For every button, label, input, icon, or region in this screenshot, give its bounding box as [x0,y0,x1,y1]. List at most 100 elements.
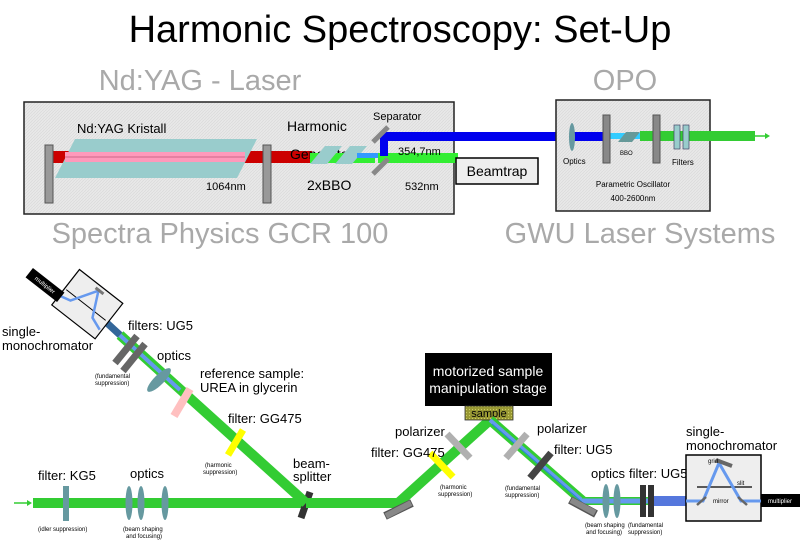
input-optics-note-1: (beam shaping [123,527,163,533]
uv-beam-354 [380,132,570,141]
beamsplitter [297,490,314,520]
sample-filter-ug5 [527,450,554,481]
opo-optics-label: Optics [563,157,586,166]
wavelength-1064-label: 1064nm [206,181,246,193]
polarizer-in [444,431,473,461]
wavelength-532-label: 532nm [405,181,439,193]
detection-lens-1 [602,484,610,518]
input-arrow-icon [27,500,32,506]
sample-gg475-note-2: suppression) [438,492,472,498]
opo-signal-beam [640,131,755,141]
beamsplitter-label-2: splitter [293,469,332,484]
input-optics-note-2: and focusing) [126,534,162,540]
uv-beam-vertical [380,132,388,156]
sample-gg475-note-1: (harmonic [440,485,467,491]
opo-optics-lens [569,123,575,151]
crystal-label: Nd:YAG Kristall [77,121,166,136]
detection-ug5-note-1: (fundamental [628,523,663,529]
opo-heading: OPO [593,65,657,97]
detection-multiplier-label: multiplier [768,499,792,505]
separator-label: Separator [373,111,422,123]
opo-output-arrow-icon [765,133,770,139]
opo-range-label: 400-2600nm [611,194,656,203]
reference-optics-lens [147,368,171,392]
sample-ug5-label: filter: UG5 [554,442,613,457]
opo-oscillator-label: Parametric Oscillator [596,180,671,189]
opo-subheading: GWU Laser Systems [505,218,776,250]
detection-optics-label: optics [591,466,625,481]
steering-mirror-2-face [569,497,597,516]
opo-filter-1 [673,124,681,150]
detection-lens-2 [613,484,621,518]
sample [464,405,514,421]
opo-bbo-label: BBO [620,151,633,157]
detection-filter-ug5-2 [648,485,654,517]
detection-multiplier [761,494,800,507]
bbo-crystal-2 [335,146,367,164]
bbo-label: 2xBBO [307,177,351,193]
reference-monochromator-label-2: monochromator [2,338,94,353]
reference-sample [170,386,194,419]
green-beam-532 [378,153,458,163]
opo-mirror-2 [652,114,661,164]
harmonic-label: Harmonic [287,118,347,134]
filter-kg5-note: (idler suppression) [38,527,87,533]
uv-mix [357,153,379,158]
input-lens-3 [161,486,169,520]
reference-sample-label-2: UREA in glycerin [200,380,298,395]
detection-monochromator-label-1: single- [686,424,724,439]
reference-sample-label-1: reference sample: [200,366,304,381]
polarizer-in-label: polarizer [395,424,446,439]
opo-housing [555,99,711,212]
filter-kg5 [63,486,69,521]
laser-subheading: Spectra Physics GCR 100 [52,218,389,250]
reference-ug5-label: filters: UG5 [128,318,193,333]
detection-slit-label: slit [737,481,745,487]
detection-mono-grid [715,458,733,468]
reference-gg475-note-2: suppression) [203,470,237,476]
sample-label: sample [471,408,506,420]
stage-label-1: motorized sample [433,363,544,379]
outgoing-harmonic-beam [488,418,587,505]
reference-gg475-label: filter: GG475 [228,411,302,426]
detection-mirror-label: mirror [713,499,729,505]
reference-filter-ug5-2 [120,341,148,374]
beamtrap-label: Beamtrap [467,163,528,179]
sample-ug5-note-1: (fundamental [505,486,540,492]
separator-mirror-lower [371,157,390,176]
detection-optics-note-1: (beam shaping [585,523,625,529]
stage-label-2: manipulation stage [429,380,547,396]
opo-bbo-crystal [618,132,640,142]
cavity-mirror-output [262,144,272,204]
reference-mono-slit [65,289,106,321]
sample-filter-gg475 [427,450,456,480]
laser-heading: Nd:YAG - Laser [99,65,302,97]
detection-filter-ug5-1 [640,485,646,517]
steering-mirror-1-face [384,500,413,519]
reference-ug5-note-2: suppression) [95,381,129,387]
detection-monochromator-label-2: monochromator [686,438,778,453]
reference-mono-grid [94,286,105,296]
outgoing-beam-edge [491,423,584,504]
reference-optics-label: optics [157,348,191,363]
opo-filters-label: Filters [672,158,694,167]
bbo-crystal-1 [310,146,342,164]
detection-optics-note-2: and focusing) [586,530,622,536]
ir-beam-out [270,151,310,163]
reference-filter-ug5-1 [112,333,140,366]
input-green-beam [33,498,403,508]
wavelength-354-label: 354,7nm [398,146,441,158]
detection-monochromator-box [685,454,762,522]
motorized-stage [425,353,552,406]
input-lens-1 [125,486,133,520]
cavity-mirror-rear [44,144,54,204]
reference-monochromator-box [50,268,124,340]
opo-pump-beam [570,132,610,141]
detection-grid-label: grid [708,459,718,465]
beamtrap [455,157,539,185]
input-optics-label: optics [130,466,164,481]
polarizer-out [503,431,530,461]
input-lens-2 [137,486,145,520]
detection-beam-filtered [654,496,688,506]
sample-gg475-label: filter: GG475 [371,445,445,460]
